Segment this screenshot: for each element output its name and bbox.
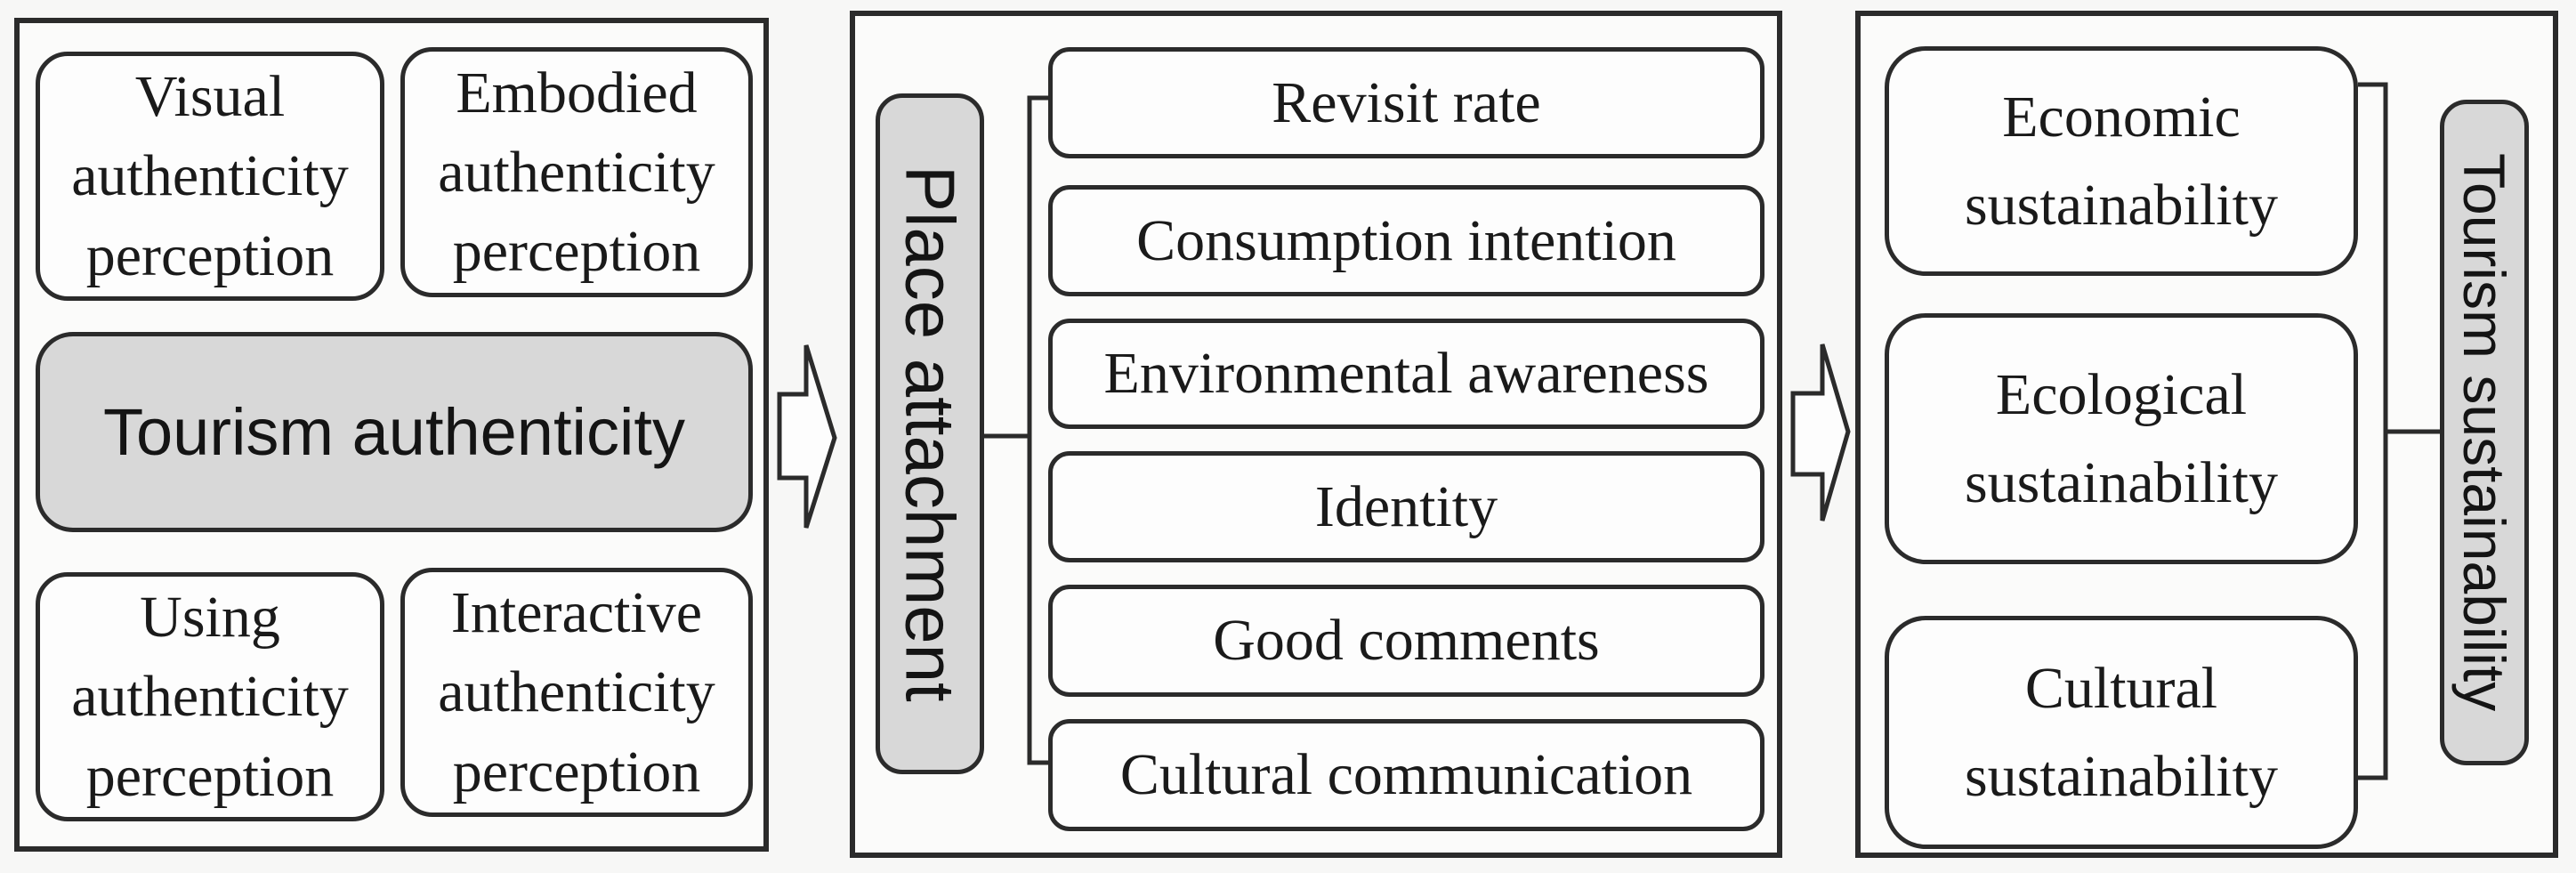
- flow-arrow-right-1-icon: [777, 344, 837, 529]
- box-label: Cultural communication: [1119, 742, 1693, 807]
- box-label: Using authenticity perception: [71, 585, 349, 809]
- box-label: Tourism authenticity: [103, 395, 685, 469]
- box-using-authenticity-perception: Using authenticity perception: [36, 572, 384, 821]
- box-ecological-sustainability: Ecological sustainability: [1885, 313, 2358, 564]
- box-label: Place attachment: [891, 166, 970, 702]
- box-label: Embodied authenticity perception: [438, 60, 715, 285]
- box-revisit-rate: Revisit rate: [1048, 47, 1764, 158]
- box-interactive-authenticity-perception: Interactive authenticity perception: [400, 568, 753, 817]
- box-label: Interactive authenticity perception: [438, 580, 715, 804]
- box-label: Good comments: [1213, 608, 1600, 673]
- box-economic-sustainability: Economic sustainability: [1885, 46, 2358, 276]
- box-label: Economic sustainability: [1965, 85, 2278, 238]
- box-label: Tourism sustainability: [2451, 153, 2517, 712]
- box-cultural-communication: Cultural communication: [1048, 719, 1764, 831]
- box-label: Identity: [1314, 473, 1498, 539]
- box-embodied-authenticity-perception: Embodied authenticity perception: [400, 47, 753, 297]
- box-label: Environmental awareness: [1103, 341, 1709, 406]
- flow-arrow-right-2-icon: [1790, 344, 1851, 521]
- box-visual-authenticity-perception: Visual authenticity perception: [36, 52, 384, 301]
- box-cultural-sustainability: Cultural sustainability: [1885, 616, 2358, 849]
- box-label: Cultural sustainability: [1965, 656, 2278, 809]
- box-tourism-authenticity: Tourism authenticity: [36, 332, 753, 532]
- box-label: Visual authenticity perception: [71, 64, 349, 288]
- box-label: Ecological sustainability: [1965, 362, 2278, 515]
- box-tourism-sustainability: Tourism sustainability: [2440, 100, 2529, 765]
- box-label: Consumption intention: [1136, 207, 1676, 273]
- box-place-attachment: Place attachment: [876, 93, 984, 774]
- box-environmental-awareness: Environmental awareness: [1048, 319, 1764, 429]
- box-identity: Identity: [1048, 451, 1764, 562]
- box-label: Revisit rate: [1272, 69, 1541, 135]
- box-good-comments: Good comments: [1048, 585, 1764, 697]
- box-consumption-intention: Consumption intention: [1048, 185, 1764, 296]
